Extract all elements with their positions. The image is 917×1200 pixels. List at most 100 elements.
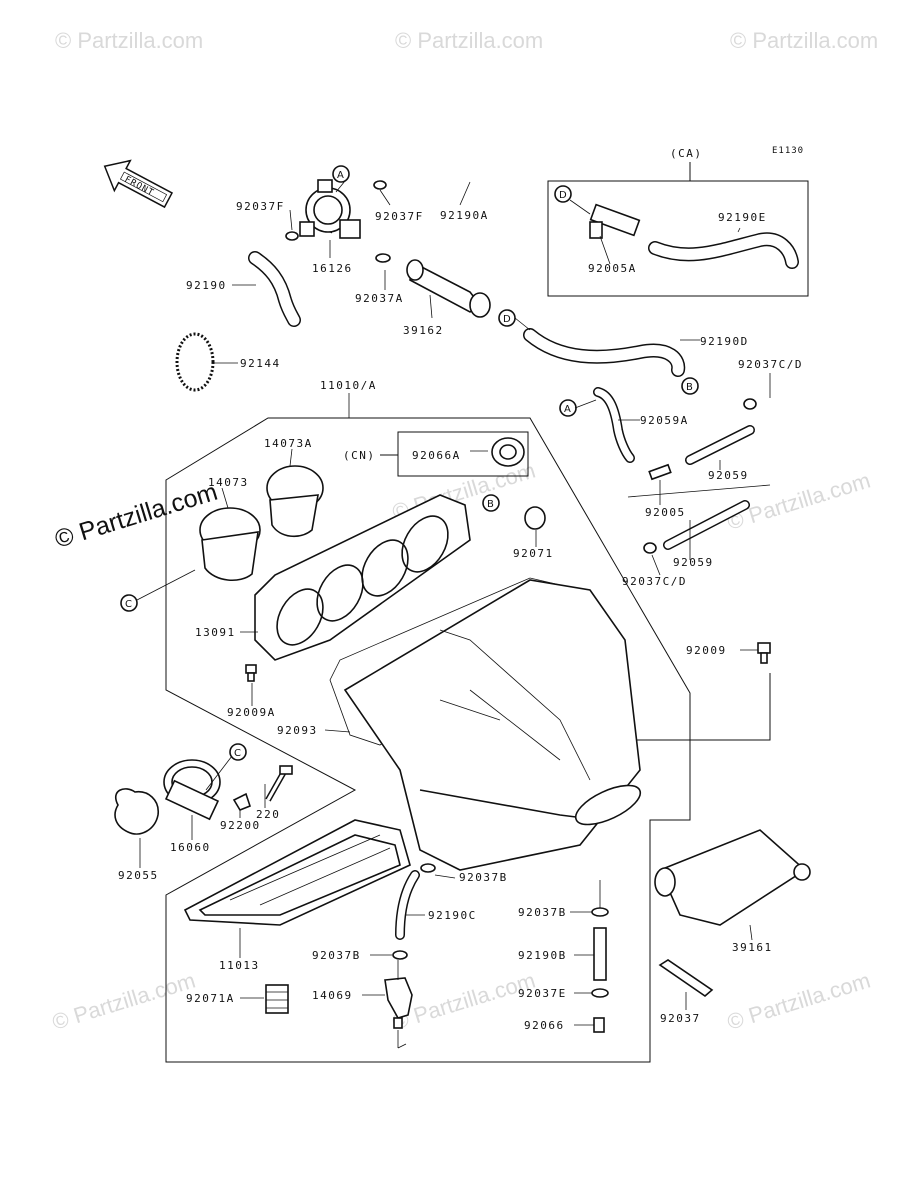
label-39162: 39162 — [403, 324, 444, 337]
funnel-14073a — [266, 465, 324, 538]
label-92059a: 92059A — [640, 414, 689, 427]
bracket-92037 — [658, 959, 714, 998]
callout-b-mid: B — [681, 377, 699, 395]
label-92066: 92066 — [524, 1019, 565, 1032]
watermark: © Partzilla.com — [395, 28, 543, 53]
label-92190b: 92190B — [518, 949, 567, 962]
label-13091: 13091 — [195, 626, 236, 639]
callout-a-mid: A — [559, 399, 577, 417]
watermark: © Partzilla.com — [730, 28, 878, 53]
label-220: 220 — [256, 808, 280, 821]
callout-c-lower: C — [229, 743, 247, 761]
label-92009: 92009 — [686, 644, 727, 657]
bolt-92009a — [245, 664, 257, 682]
label-92037f-left: 92037F — [236, 200, 285, 213]
svg-text:C: C — [234, 748, 241, 759]
holder-16060 — [163, 759, 221, 821]
grommet-92066a — [491, 437, 525, 467]
svg-text:B: B — [487, 499, 494, 510]
watermark-dark: © Partzilla.com — [52, 478, 221, 554]
label-14073a: 14073A — [264, 437, 313, 450]
tee-92005a — [589, 203, 641, 239]
watermark: © Partzilla.com — [724, 968, 873, 1035]
label-11010a: 11010/A — [320, 379, 377, 392]
label-14069: 14069 — [312, 989, 353, 1002]
label-16060: 16060 — [170, 841, 211, 854]
label-92037cd-bottom: 92037C/D — [622, 575, 687, 588]
label-92059-top: 92059 — [708, 469, 749, 482]
filter-11013 — [183, 819, 411, 926]
label-92144: 92144 — [240, 357, 281, 370]
clamp-92037cd — [643, 542, 657, 554]
label-92066a: 92066A — [412, 449, 461, 462]
canister-39162 — [406, 259, 491, 318]
clamp-92037a — [375, 253, 391, 263]
ca-group-label: (CA) — [670, 147, 703, 160]
diagram-code: E1130 — [772, 146, 804, 156]
part-labels: 92037F 92037F 92190A 92190E 92005A 16126… — [118, 200, 803, 1032]
svg-text:A: A — [337, 170, 344, 181]
bolt-92009 — [757, 642, 771, 664]
clamp-92200 — [232, 792, 251, 811]
callout-c-left: C — [120, 594, 138, 612]
label-92037f-right: 92037F — [375, 210, 424, 223]
label-92093: 92093 — [277, 724, 318, 737]
watermark: © Partzilla.com — [55, 28, 203, 53]
clamp-92037cd — [743, 398, 757, 410]
clamp-92037b — [591, 907, 609, 917]
screw-220 — [265, 765, 293, 802]
airbox-housing — [343, 579, 642, 871]
label-92037: 92037 — [660, 1012, 701, 1025]
svg-text:A: A — [564, 404, 571, 415]
label-92190a: 92190A — [440, 209, 489, 222]
tube-92059-top — [685, 425, 755, 465]
label-92190c: 92190C — [428, 909, 477, 922]
label-92190d: 92190D — [700, 335, 749, 348]
label-92037b-b: 92037B — [518, 906, 567, 919]
callout-a-top: A — [332, 165, 350, 183]
valve-16126 — [299, 179, 361, 239]
oring-92055 — [114, 788, 159, 835]
watermark: © Partzilla.com — [49, 968, 198, 1035]
callout-d-mid: D — [498, 309, 516, 327]
clamp-92037f — [373, 180, 387, 190]
ca-group-box — [547, 180, 809, 297]
clamp-92037b — [392, 950, 408, 960]
canister-39161 — [654, 829, 811, 926]
label-92190: 92190 — [186, 279, 227, 292]
label-92037b-a: 92037B — [459, 871, 508, 884]
svg-text:C: C — [125, 599, 132, 610]
label-39161: 39161 — [732, 941, 773, 954]
main-assembly-outline — [165, 417, 691, 1063]
label-92037b-c: 92037B — [312, 949, 361, 962]
cap-92066 — [593, 1017, 605, 1033]
callout-d-ca: D — [554, 185, 572, 203]
cn-group-label: (CN) — [343, 449, 376, 462]
label-92037e: 92037E — [518, 987, 567, 1000]
label-92071a: 92071A — [186, 992, 235, 1005]
clamp-92037f — [285, 231, 299, 241]
label-14073: 14073 — [208, 476, 249, 489]
label-92190e: 92190E — [718, 211, 767, 224]
clamp-92037b — [420, 863, 436, 873]
tube-92190b — [593, 927, 607, 981]
cn-group-box — [397, 431, 529, 477]
label-16126: 16126 — [312, 262, 353, 275]
svg-text:D: D — [503, 314, 511, 325]
svg-text:D: D — [559, 190, 567, 201]
filter-14069 — [384, 977, 413, 1029]
grommet-92071 — [524, 506, 546, 530]
label-92005a: 92005A — [588, 262, 637, 275]
label-11013: 11013 — [219, 959, 260, 972]
clamp-92037e — [591, 988, 609, 998]
label-92009a: 92009A — [227, 706, 276, 719]
leader-lines — [136, 180, 771, 1049]
svg-text:B: B — [686, 382, 693, 393]
label-92200: 92200 — [220, 819, 261, 832]
label-92037a: 92037A — [355, 292, 404, 305]
label-92071: 92071 — [513, 547, 554, 560]
label-92037cd-top: 92037C/D — [738, 358, 803, 371]
tube-92059-bottom — [663, 500, 750, 550]
label-92005: 92005 — [645, 506, 686, 519]
leader-line — [627, 484, 771, 498]
